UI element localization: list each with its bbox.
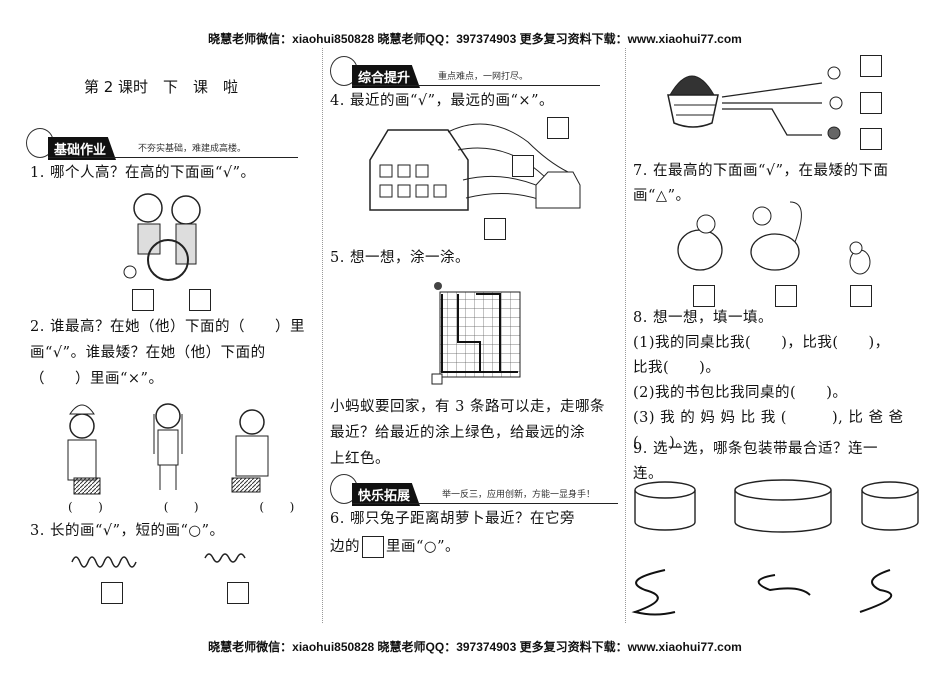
answer-box[interactable] xyxy=(860,92,882,114)
answer-paren[interactable]: ( ) xyxy=(163,500,200,514)
question-2-line-1: 2. 谁最高？在她（他）下面的（ ）里 xyxy=(30,319,305,335)
question-9-line-1: 9. 选一选，哪条包装带最合适？连一 xyxy=(633,441,878,457)
question-6-line-1: 6. 哪只兔子距离胡萝卜最近？在它旁 xyxy=(330,511,575,527)
ant-maze-grid xyxy=(431,282,521,385)
section-label: 基础作业 xyxy=(48,137,117,160)
answer-box[interactable] xyxy=(860,128,882,150)
question-8: 8. 想一想，填一填。 (1)我的同桌比我( )，比我( )， 比我( )。 (… xyxy=(633,306,904,456)
question-2-line-3: （ ）里画“×”。 xyxy=(30,371,164,387)
answer-box[interactable] xyxy=(860,55,882,77)
question-7-line-2: 画“△”。 xyxy=(633,188,691,204)
answer-box[interactable] xyxy=(850,285,872,307)
question-3: 3. 长的画“√”，短的画“○”。 xyxy=(30,523,225,539)
ropes-illustration xyxy=(71,553,246,568)
q8-line: 8. 想一想，填一填。 xyxy=(633,310,773,326)
section-subtitle: 举一反三，应用创新，方能一显身手！ xyxy=(442,490,596,500)
q6-text: 边的 xyxy=(330,539,360,555)
answer-box[interactable] xyxy=(775,285,797,307)
question-5-text-1: 小蚂蚁要回家，有 3 条路可以走，走哪条 xyxy=(330,399,605,415)
column-divider xyxy=(322,48,323,623)
answer-box[interactable] xyxy=(101,582,123,604)
children-wheelchair-illustration xyxy=(123,193,201,281)
q8-line: (3) 我 的 妈 妈 比 我 ( ), 比 爸 爸 xyxy=(633,410,904,426)
footer-banner: 晓慧老师微信：xiaohui850828 晓慧老师QQ：397374903 更多… xyxy=(208,640,742,654)
lesson-title: 第 2 课时 下 课 啦 xyxy=(83,78,239,96)
section-subtitle: 不夯实基础，难建成高楼。 xyxy=(138,144,247,154)
answer-paren[interactable]: ( ) xyxy=(259,500,295,514)
section-label: 综合提升 xyxy=(352,65,421,88)
answer-box[interactable] xyxy=(547,117,569,139)
answer-box[interactable] xyxy=(189,289,211,311)
cake-boxes-illustration xyxy=(634,479,919,533)
section-basic-banner: 基础作业 不夯实基础，难建成高楼。 xyxy=(26,128,298,160)
question-5: 5. 想一想，涂一涂。 xyxy=(330,250,470,266)
paren-row: ( ) ( ) ( ) xyxy=(68,494,295,520)
answer-paren[interactable]: ( ) xyxy=(68,500,104,514)
answer-box[interactable] xyxy=(512,155,534,177)
question-5-text-2: 最近？给最近的涂上绿色，给最远的涂 xyxy=(330,425,585,441)
answer-box[interactable] xyxy=(484,218,506,240)
section-label: 快乐拓展 xyxy=(352,483,421,506)
question-2-line-2: 画“√”。谁最矮？在她（他）下面的 xyxy=(30,345,266,361)
question-1: 1. 哪个人高？在高的下面画“√”。 xyxy=(30,165,256,181)
question-5-text-3: 上红色。 xyxy=(330,451,390,467)
carrots-rabbits-illustration xyxy=(667,66,843,140)
q8-line: (1)我的同桌比我( )，比我( )， xyxy=(633,335,890,351)
inline-box-icon xyxy=(362,536,384,558)
chickens-illustration xyxy=(677,201,871,275)
q8-line: 比我( )。 xyxy=(633,360,721,376)
question-4: 4. 最近的画“√”，最远的画“×”。 xyxy=(330,93,554,109)
section-comprehensive-banner: 综合提升 重点难点，一网打尽。 xyxy=(330,56,600,88)
q8-line: (2)我的书包比我同桌的( )。 xyxy=(633,385,848,401)
section-extension-banner: 快乐拓展 举一反三，应用创新，方能一显身手！ xyxy=(330,474,618,506)
header-banner: 晓慧老师微信：xiaohui850828 晓慧老师QQ：397374903 更多… xyxy=(208,32,742,46)
q8-line: ( )。 xyxy=(633,435,691,451)
column-divider xyxy=(625,48,626,623)
houses-roads-illustration xyxy=(369,123,581,211)
ribbons-illustration xyxy=(631,569,893,616)
question-7-line-1: 7. 在最高的下面画“√”，在最矮的下面 xyxy=(633,163,889,179)
section-subtitle: 重点难点，一网打尽。 xyxy=(438,72,529,82)
q6-text: 里画“○”。 xyxy=(386,539,460,555)
three-people-illustration xyxy=(67,403,269,495)
question-6-line-2: 边的 里画“○”。 xyxy=(330,534,460,560)
answer-box[interactable] xyxy=(132,289,154,311)
question-9-line-2: 连。 xyxy=(633,466,663,482)
answer-box[interactable] xyxy=(227,582,249,604)
answer-box[interactable] xyxy=(693,285,715,307)
